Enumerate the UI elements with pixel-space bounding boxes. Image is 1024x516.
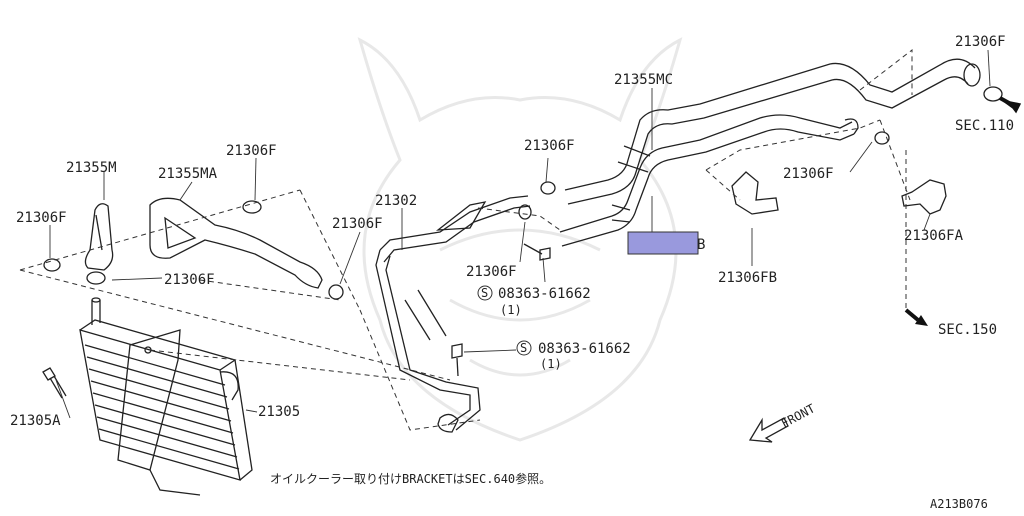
bolt-callout-lower: S 08363-61662 (1) [516, 340, 631, 371]
label-front: FRONT [779, 401, 817, 430]
label-21306f-a: 21306F [226, 143, 277, 159]
bolt-08363-lower [451, 343, 463, 377]
clamp-ma-top [242, 200, 262, 214]
label-bolt-qty-lower: (1) [540, 357, 562, 371]
sec110-arrow [999, 96, 1022, 114]
label-21306f-d: 21306F [332, 216, 383, 232]
label-highlight-suffix: B [697, 237, 705, 253]
label-sec150: SEC.150 [938, 322, 997, 338]
bracket-21306fa [901, 179, 947, 215]
label-21306f-c: 21306F [164, 272, 215, 288]
label-21306f-e: 21306F [524, 138, 575, 154]
clamp-ma-end [328, 284, 344, 300]
bolt-callout-upper: S 08363-61662 (1) [477, 285, 591, 317]
diagram-code: A213B076 [930, 497, 988, 511]
tube-21302 [375, 195, 531, 433]
assembly-dashed-lines [19, 48, 913, 431]
label-21355ma: 21355MA [158, 166, 218, 182]
labels: 21355M 21355MA 21306F 21306F 21306F 2130… [10, 34, 1014, 511]
label-21306f-g: 21306F [783, 166, 834, 182]
front-arrow-icon [748, 417, 789, 443]
clamp-sec110 [983, 86, 1003, 102]
label-21306f-h: 21306F [955, 34, 1006, 50]
label-21306fa: 21306FA [904, 228, 964, 244]
label-21305a: 21305A [10, 413, 61, 429]
hose-21355ma [149, 197, 323, 289]
hose-21355mc [559, 58, 981, 247]
label-21305: 21305 [258, 404, 300, 420]
leader-lines [49, 49, 991, 419]
clamp-mc-left [540, 181, 556, 195]
label-21355m: 21355M [66, 160, 117, 176]
bolt-symbol-lower: S [520, 341, 527, 355]
clamps [43, 86, 1003, 300]
bolt-08363-upper [523, 243, 551, 261]
label-21306f-b: 21306F [16, 210, 67, 226]
hose-21355m [84, 203, 114, 271]
clamp-left [43, 258, 61, 272]
clamp-21302 [518, 204, 532, 220]
label-21306fb: 21306FB [718, 270, 777, 286]
label-bolt-qty-upper: (1) [500, 303, 522, 317]
clamp-mc-right [874, 131, 890, 145]
label-21306f-f: 21306F [466, 264, 517, 280]
diagram-note: オイルクーラー取り付けBRACKETはSEC.640参照。 [270, 471, 551, 486]
bracket-21306fb [731, 171, 779, 215]
label-sec110: SEC.110 [955, 118, 1014, 134]
label-21355mc: 21355MC [614, 72, 673, 88]
bolt-21305a [42, 367, 67, 399]
label-bolt-part-lower: 08363-61662 [538, 341, 631, 357]
hose-highlight [627, 196, 699, 255]
clamp-near-cooler [86, 271, 106, 285]
watermark-emblem [357, 37, 683, 442]
oil-cooler-21305 [79, 297, 253, 496]
label-21302: 21302 [375, 193, 417, 209]
label-bolt-part-upper: 08363-61662 [498, 286, 591, 302]
sec150-arrow [904, 308, 928, 326]
bolt-symbol-upper: S [481, 286, 488, 300]
